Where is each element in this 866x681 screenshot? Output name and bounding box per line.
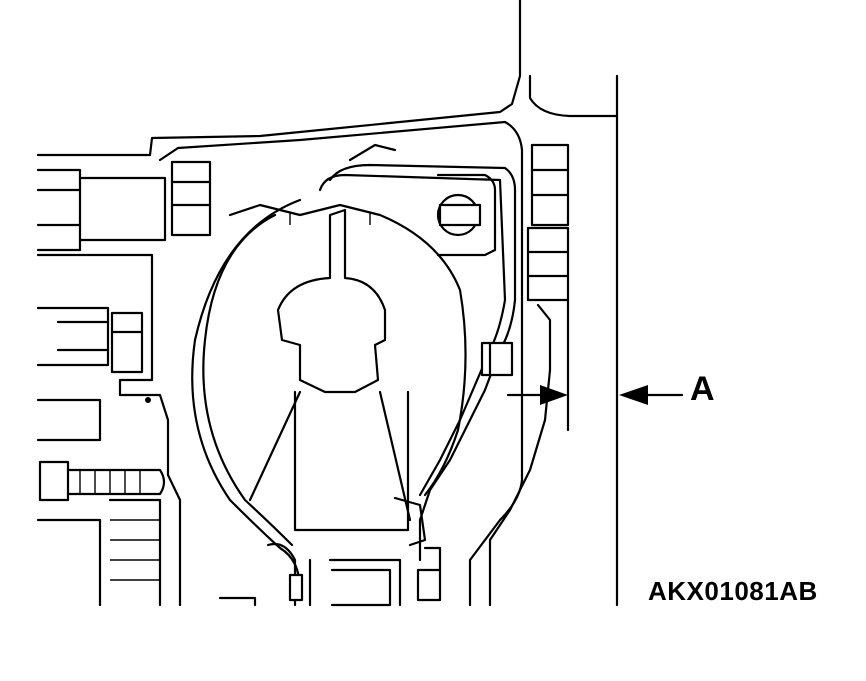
piston-ring-shape — [228, 203, 467, 497]
callout-arrow-a — [619, 385, 684, 405]
right-bolt-stack — [488, 143, 570, 607]
left-bolt-lower — [38, 460, 166, 502]
left-bolt-upper — [36, 160, 212, 252]
servo-cover-outer — [191, 198, 302, 592]
servo-cover-inner — [202, 213, 294, 547]
clearance-dimension-arrow — [506, 385, 568, 405]
housing-outer-edge — [36, 0, 522, 157]
figure-code: AKX01081AB — [648, 576, 818, 606]
housing-top-edge — [528, 74, 619, 118]
callout-label-a: A — [690, 370, 715, 408]
left-casting-wall — [36, 398, 102, 442]
housing-inner-rim — [158, 120, 524, 607]
piston-rod — [293, 390, 410, 532]
left-bolt-middle — [36, 306, 144, 374]
check-ball-retainer — [436, 173, 497, 257]
servo-piston — [276, 208, 387, 394]
spacer-plate-fitting — [480, 341, 514, 377]
